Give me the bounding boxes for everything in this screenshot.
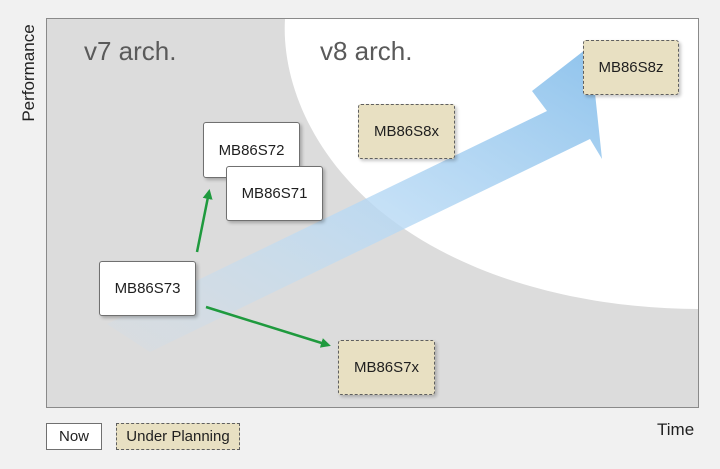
v7-arch-label: v7 arch.	[84, 36, 177, 66]
legend-under-planning: Under Planning	[116, 423, 240, 450]
product-box-mb86s8x: MB86S8x	[358, 104, 455, 159]
product-box-mb86s73: MB86S73	[99, 261, 196, 316]
product-box-mb86s7x: MB86S7x	[338, 340, 435, 395]
legend-now: Now	[46, 423, 102, 450]
x-axis-label: Time	[657, 420, 695, 439]
product-box-mb86s71: MB86S71	[226, 166, 323, 221]
y-axis-label: Performance	[19, 24, 38, 122]
performance-trend-arrow	[107, 46, 602, 352]
product-box-mb86s8z: MB86S8z	[583, 40, 679, 95]
v8-arch-label: v8 arch.	[320, 36, 413, 66]
